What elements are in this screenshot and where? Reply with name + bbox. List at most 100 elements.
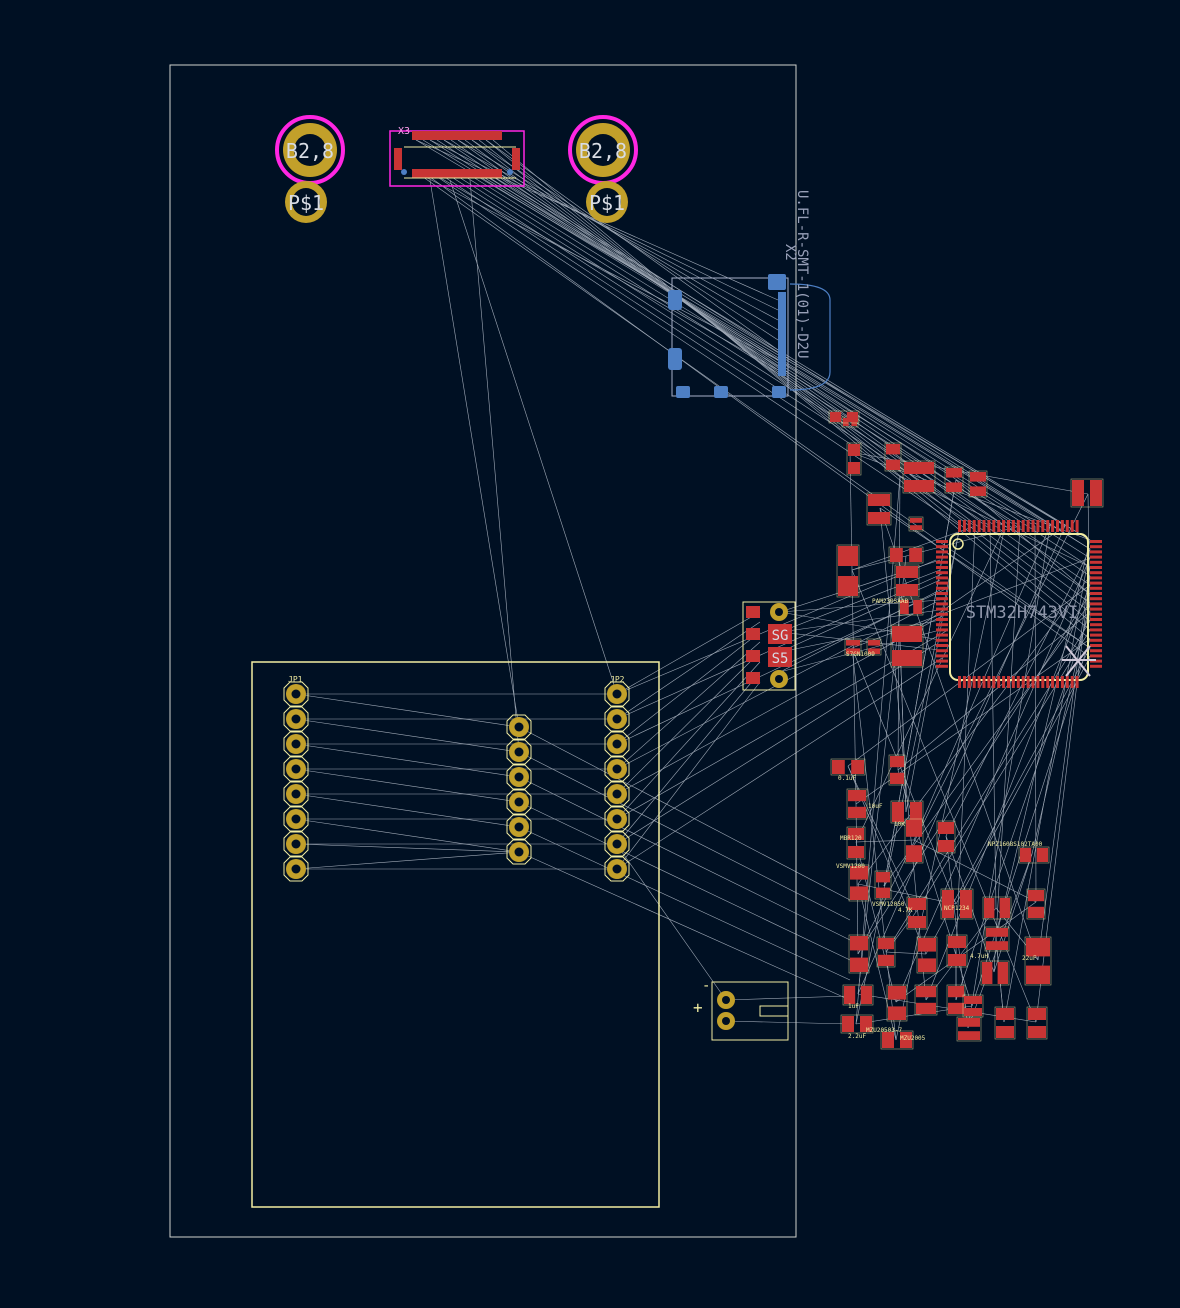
smd-component[interactable] xyxy=(1018,846,1050,864)
mount-hole-right[interactable]: B2,8 xyxy=(568,115,638,185)
ratsnest-line xyxy=(457,139,1091,595)
smd-component[interactable] xyxy=(846,442,862,476)
header-pin[interactable] xyxy=(506,739,532,765)
smd-component[interactable] xyxy=(828,410,860,424)
header-pin[interactable] xyxy=(283,681,309,707)
header-pin[interactable] xyxy=(506,814,532,840)
smd-component[interactable] xyxy=(916,936,938,974)
comp-label-ic1: NCP1234 xyxy=(944,905,970,912)
test-point-right[interactable]: P$1 xyxy=(586,181,628,223)
ratsnest-line xyxy=(857,593,1091,955)
header-pin[interactable] xyxy=(506,714,532,740)
smd-component[interactable] xyxy=(968,470,988,498)
header-pin[interactable] xyxy=(604,756,630,782)
header-pin[interactable] xyxy=(604,781,630,807)
mcu-pin xyxy=(982,676,986,688)
smd-component[interactable] xyxy=(894,564,920,598)
smd-component[interactable] xyxy=(840,1014,874,1034)
header-pin[interactable] xyxy=(604,856,630,882)
smd-component[interactable] xyxy=(936,820,956,854)
smd-component[interactable] xyxy=(908,516,924,532)
smd-component[interactable] xyxy=(848,934,870,974)
ratsnest-line xyxy=(415,171,1091,649)
header-pin[interactable] xyxy=(283,806,309,832)
header-pin[interactable] xyxy=(604,806,630,832)
smd-component[interactable] xyxy=(980,960,1010,986)
smd-component[interactable] xyxy=(984,926,1010,952)
smd-component[interactable] xyxy=(1070,478,1104,508)
swd-s5-label: S5 xyxy=(772,651,789,667)
header-pin[interactable] xyxy=(283,781,309,807)
smd-component[interactable] xyxy=(962,994,984,1018)
smd-component[interactable] xyxy=(1026,1006,1048,1040)
smd-component[interactable] xyxy=(898,598,924,616)
ratsnest-line xyxy=(616,611,761,695)
smd-component[interactable] xyxy=(944,466,964,494)
smd-component[interactable] xyxy=(902,460,936,494)
smd-component[interactable] xyxy=(866,638,882,656)
header-pin[interactable] xyxy=(604,731,630,757)
swd-header[interactable]: SG S5 xyxy=(742,601,796,691)
passive-components[interactable] xyxy=(828,410,1104,1050)
smd-component[interactable] xyxy=(842,984,874,1006)
smd-component[interactable] xyxy=(846,788,868,820)
header-pin[interactable] xyxy=(604,681,630,707)
header-pin[interactable] xyxy=(506,839,532,865)
smd-component[interactable] xyxy=(890,800,924,824)
comp-label-cap1: 0.1uF xyxy=(838,775,856,782)
header-pin[interactable] xyxy=(604,706,630,732)
smd-component[interactable] xyxy=(994,1006,1016,1040)
smd-component[interactable] xyxy=(956,1016,982,1042)
connector-x3[interactable]: X3 xyxy=(389,126,525,187)
smd-component[interactable] xyxy=(904,818,924,864)
header-middle[interactable] xyxy=(506,714,532,865)
smd-component[interactable] xyxy=(884,442,902,472)
smd-component[interactable] xyxy=(830,758,866,776)
test-point-left[interactable]: P$1 xyxy=(285,181,327,223)
header-pin[interactable] xyxy=(604,831,630,857)
smd-component[interactable] xyxy=(836,544,860,598)
mcu-stm32h743vi[interactable]: STM32H743VI xyxy=(936,520,1102,688)
smd-component[interactable] xyxy=(874,870,892,900)
header-pin[interactable] xyxy=(283,856,309,882)
mcu-pin xyxy=(936,644,948,647)
smd-component[interactable] xyxy=(982,896,1012,920)
mcu-pin xyxy=(1046,676,1050,688)
smd-component[interactable] xyxy=(1026,888,1046,920)
mount-hole-left[interactable]: B2,8 xyxy=(275,115,345,185)
ratsnest-line xyxy=(469,179,520,753)
smd-component[interactable] xyxy=(844,638,862,656)
ratsnest-line xyxy=(429,171,779,371)
smd-component[interactable] xyxy=(906,896,928,930)
smd-component[interactable] xyxy=(848,864,870,902)
header-pin[interactable] xyxy=(506,764,532,790)
smd-component[interactable] xyxy=(880,1030,914,1050)
smd-component[interactable] xyxy=(886,984,908,1022)
header-jp2[interactable] xyxy=(604,681,630,882)
ratsnest-line xyxy=(883,602,1091,887)
smd-component[interactable] xyxy=(940,888,974,920)
header-pin[interactable] xyxy=(283,756,309,782)
header-pin[interactable] xyxy=(283,731,309,757)
mcu-pin xyxy=(992,676,996,688)
ratsnest-line xyxy=(857,575,1091,885)
smd-component[interactable] xyxy=(876,936,896,968)
smd-component[interactable] xyxy=(946,934,968,968)
battery-connector[interactable]: - + xyxy=(693,978,789,1041)
smd-component[interactable] xyxy=(914,984,938,1016)
ratsnest-line xyxy=(485,139,779,351)
header-pin[interactable] xyxy=(283,831,309,857)
smd-component[interactable] xyxy=(888,754,906,786)
smd-component[interactable] xyxy=(1024,936,1052,986)
header-jp1[interactable] xyxy=(283,681,309,882)
ratsnest-line xyxy=(616,844,727,1001)
header-pin[interactable] xyxy=(506,789,532,815)
header-pin[interactable] xyxy=(283,706,309,732)
smd-component[interactable] xyxy=(890,624,924,668)
ratsnest-line xyxy=(422,139,1091,550)
mcu-pin xyxy=(1026,676,1030,688)
connector-x2-back[interactable]: X2 U.FL-R-SMT-1(01)-D2U xyxy=(668,190,831,398)
smd-component[interactable] xyxy=(888,546,924,564)
smd-component[interactable] xyxy=(846,826,866,860)
smd-component[interactable] xyxy=(866,492,892,526)
